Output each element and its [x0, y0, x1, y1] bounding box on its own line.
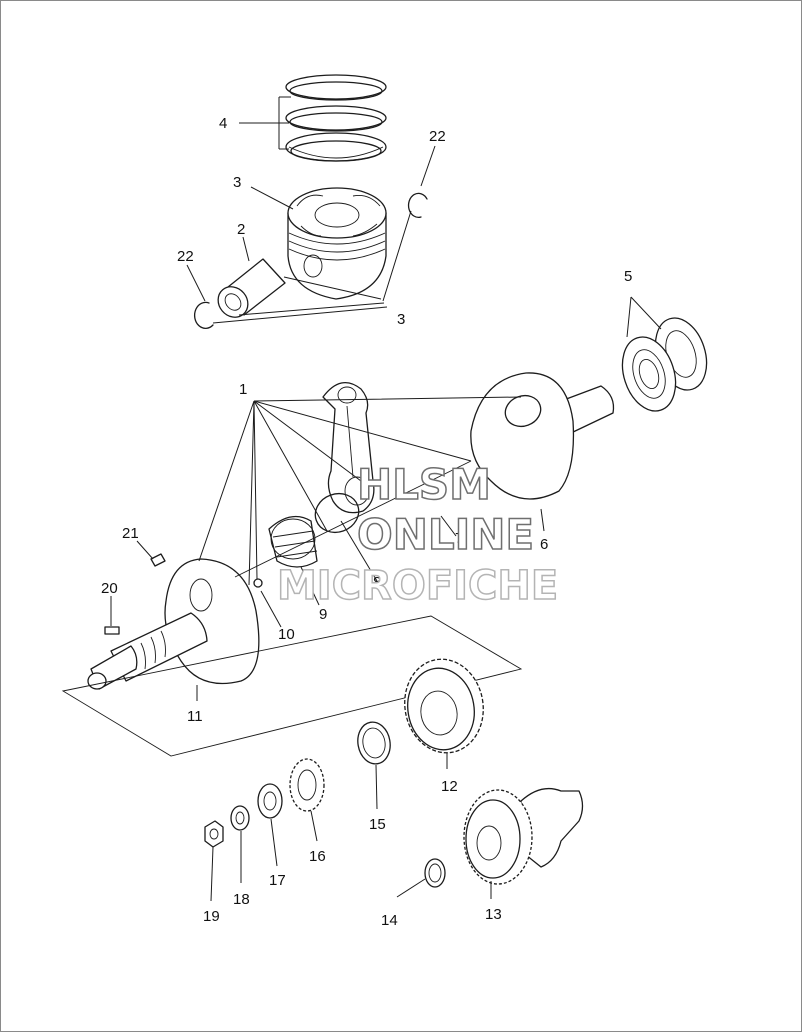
drive-sprocket-stack: [204, 758, 325, 848]
balancer-shaft: [424, 787, 584, 888]
watermark-line-2: ONLINE: [357, 510, 534, 559]
callout-21: 21: [122, 525, 139, 542]
callout-10: 10: [278, 626, 295, 643]
piston: [287, 187, 387, 300]
callout-22-left: 22: [177, 248, 194, 265]
watermark-line-3: MICROFICHE: [277, 563, 558, 609]
crankshaft-right-half: [470, 372, 615, 500]
callout-3-top: 3: [233, 174, 241, 191]
circlips: [194, 192, 428, 329]
connecting-rod: [322, 381, 375, 514]
callout-18: 18: [233, 891, 250, 908]
crank-gear: [404, 658, 484, 754]
callout-6: 6: [540, 536, 548, 553]
callout-5: 5: [624, 268, 632, 285]
callout-4: 4: [219, 115, 227, 132]
watermark: HLSM ONLINE MICROFICHE: [276, 459, 559, 610]
callout-22-top: 22: [429, 128, 446, 145]
callout-19: 19: [203, 908, 220, 925]
callout-14: 14: [381, 912, 398, 929]
callout-12: 12: [441, 778, 458, 795]
piston-pin: [217, 258, 286, 318]
callout-3-bottom: 3: [397, 311, 405, 328]
main-bearings: [621, 317, 708, 412]
callout-labels: 4 22 3 2 22 3 5 1 6 7 8 9 10 21 20 11 12…: [101, 115, 632, 929]
watermark-line-1: HLSM: [357, 460, 491, 509]
callout-2: 2: [237, 221, 245, 238]
callout-11: 11: [187, 708, 203, 725]
callout-9: 9: [319, 606, 327, 623]
callout-16: 16: [309, 848, 326, 865]
woodruff-keys: [104, 553, 166, 635]
callout-1: 1: [239, 381, 247, 398]
crankshaft-left-half: [87, 460, 472, 690]
callout-17: 17: [269, 872, 286, 889]
leader-lines: [110, 96, 662, 902]
callout-13: 13: [485, 906, 502, 923]
callout-7: 7: [455, 530, 463, 547]
thrust-washer: [357, 721, 391, 765]
callout-8: 8: [373, 574, 381, 591]
piston-rings: [285, 74, 387, 162]
callout-20: 20: [101, 580, 118, 597]
assembly-outline: [61, 615, 523, 757]
callout-15: 15: [369, 816, 386, 833]
